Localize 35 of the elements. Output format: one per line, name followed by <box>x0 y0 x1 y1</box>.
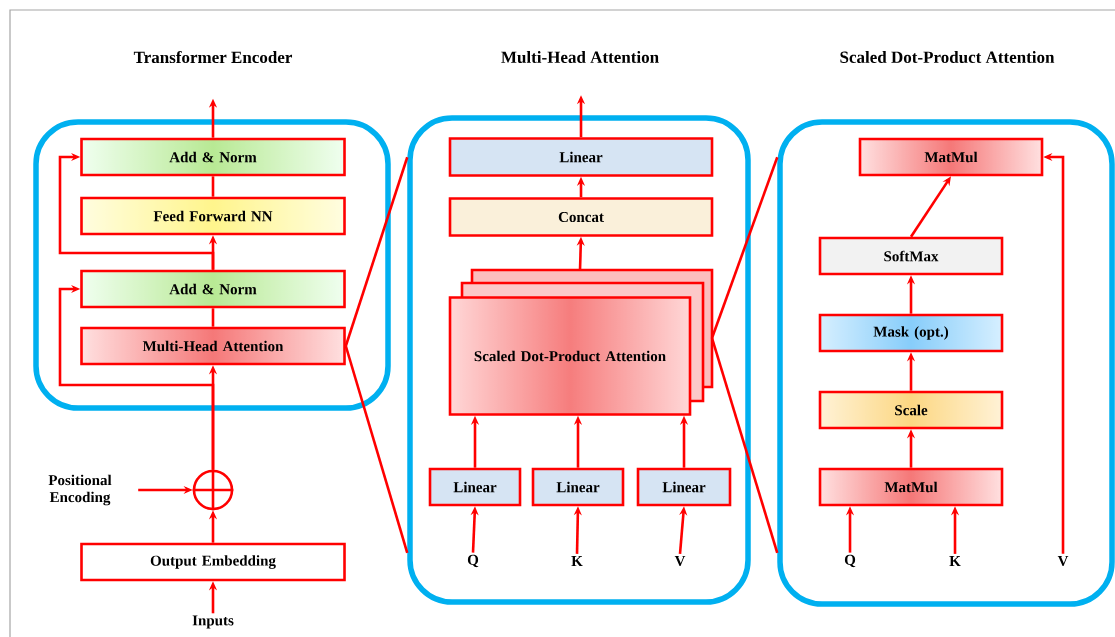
input-label: Q <box>844 554 856 568</box>
process-box: Linear <box>636 467 732 507</box>
process-box: Concat <box>448 197 714 237</box>
attention-stack: Scaled Dot-Product Attention <box>448 268 714 416</box>
process-box: Output Embedding <box>80 542 346 582</box>
arrow <box>58 152 215 270</box>
process-box: Linear <box>448 137 714 177</box>
arrow <box>58 284 215 470</box>
process-box: MatMul <box>818 467 1004 507</box>
input-label: Q <box>467 554 479 568</box>
process-box: Add & Norm <box>80 269 346 309</box>
node-label: Multi-Head Attention <box>501 51 659 63</box>
node-label: Scaled Dot-Product Attention <box>840 51 1055 63</box>
process-box: Linear <box>531 467 625 507</box>
connector-line <box>710 337 779 554</box>
process-box: SoftMax <box>818 236 1004 276</box>
sum-circle <box>191 468 235 512</box>
node-label: Transformer Encoder <box>133 50 293 64</box>
connector-line <box>710 156 779 339</box>
input-label: K <box>949 556 961 566</box>
connector-line <box>211 308 215 327</box>
input-label: K <box>571 556 583 566</box>
input-label: V <box>674 556 686 566</box>
process-box: Multi-Head Attention <box>80 326 346 366</box>
connector-line <box>344 345 409 554</box>
process-box: Linear <box>428 467 522 507</box>
connector-line <box>211 176 215 197</box>
process-box: Feed Forward NN <box>80 196 346 236</box>
process-box: MatMul <box>858 137 1044 177</box>
input-label: V <box>1057 556 1069 566</box>
process-box: Add & Norm <box>80 137 346 177</box>
process-box: Scale <box>818 390 1004 430</box>
input-label: Inputs <box>192 615 234 629</box>
process-box: Mask (opt.) <box>818 313 1004 353</box>
input-label: Positional Encoding <box>48 474 112 506</box>
